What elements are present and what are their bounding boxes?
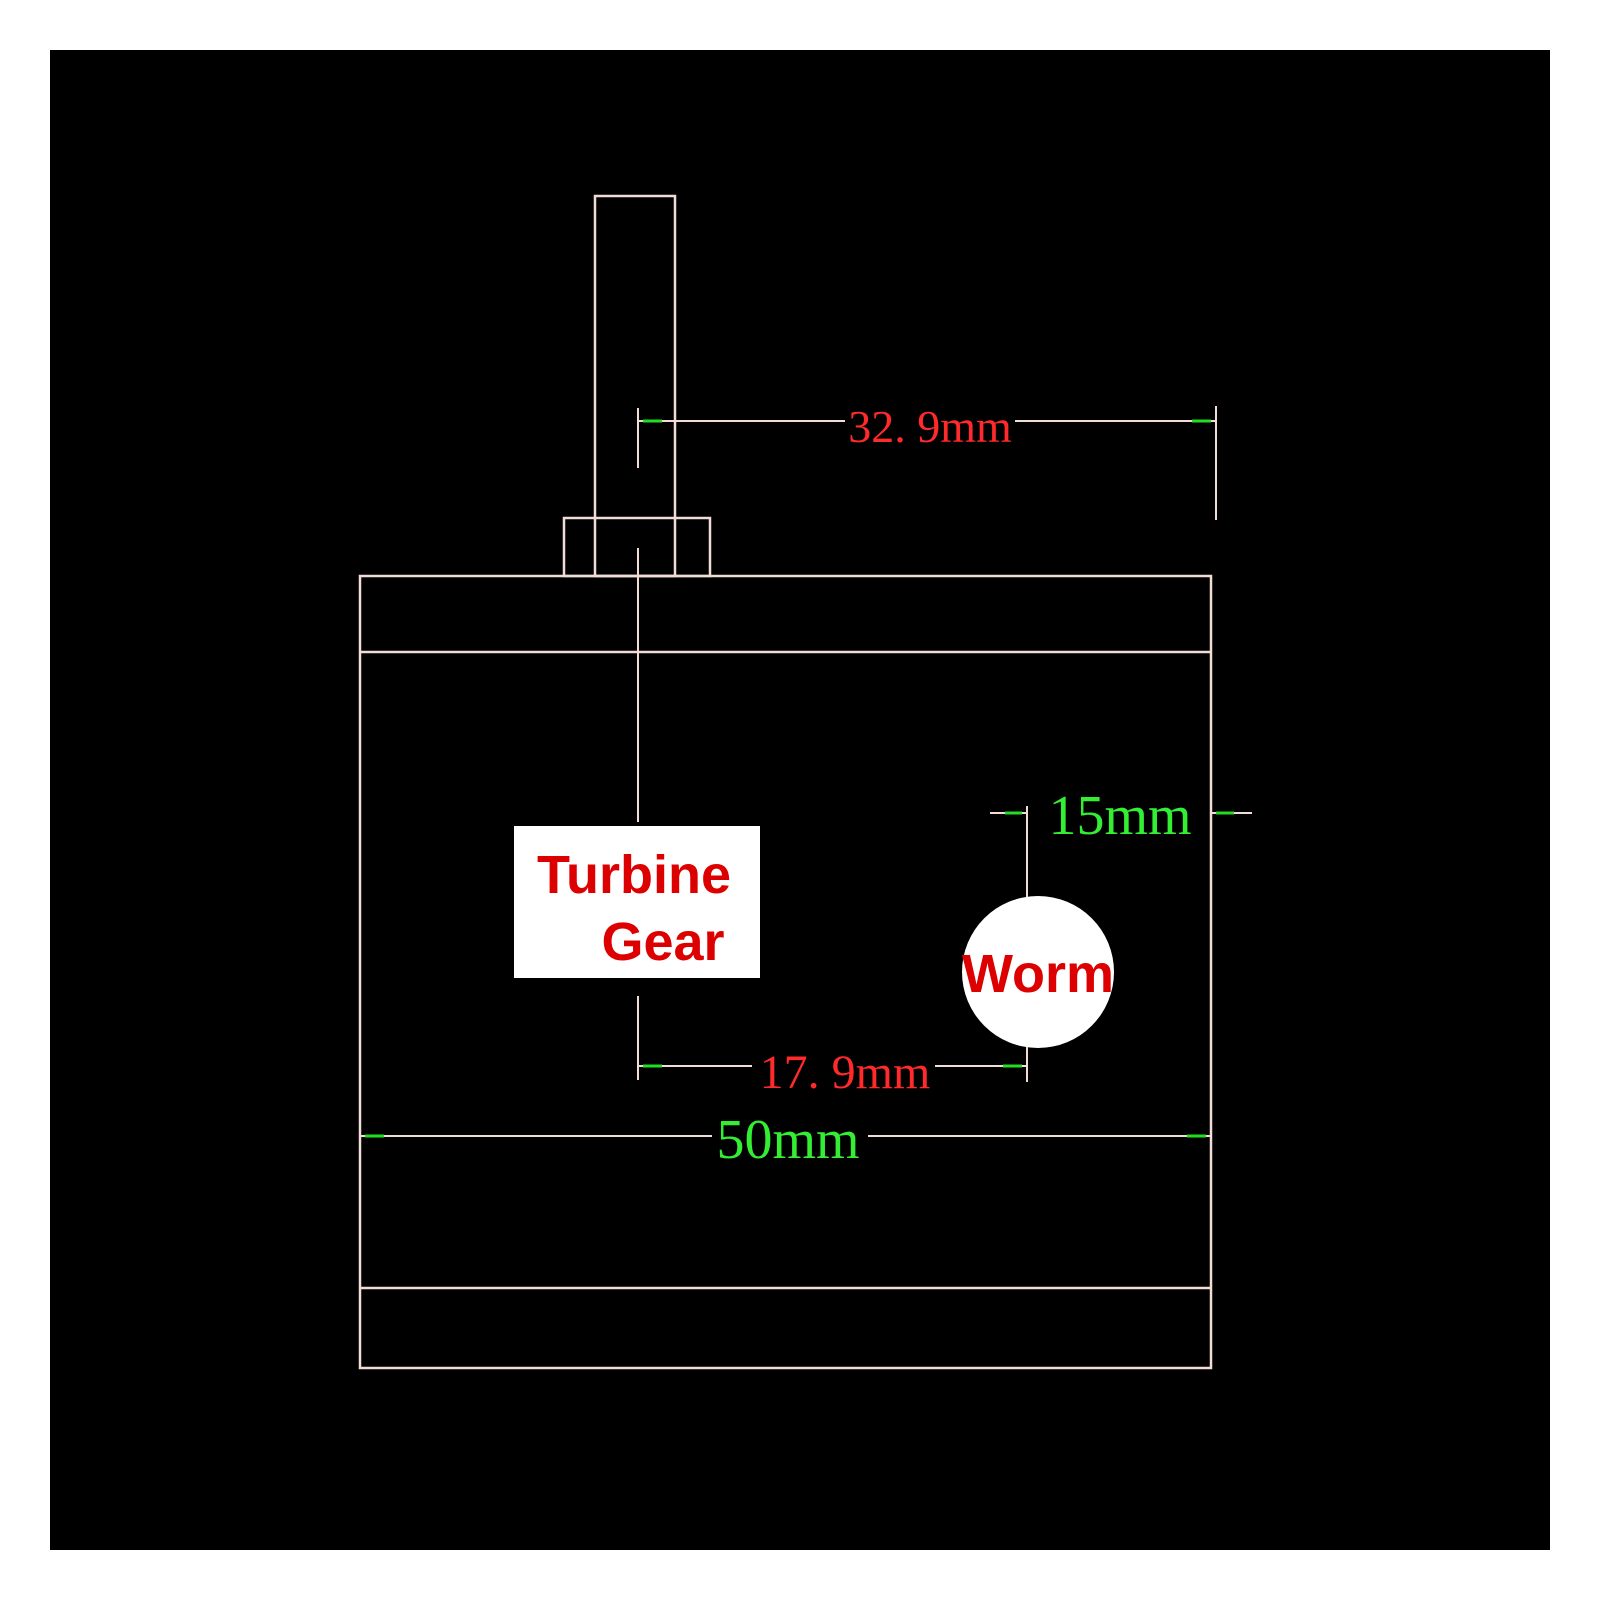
dim-text-overall-width: 50mm (716, 1109, 859, 1171)
worm-label: Worm (962, 944, 1114, 1004)
turbine-gear-label-line1: Turbine (537, 845, 731, 905)
dimension-arrows (365, 419, 1234, 1138)
drawing-background (50, 50, 1550, 1550)
dim-text-shaft-offset: 32. 9mm (848, 401, 1012, 452)
dim-text-center-distance: 17. 9mm (760, 1046, 931, 1099)
worm-circle (962, 896, 1114, 1048)
dimension-lines (360, 406, 1252, 1137)
turbine-gear-label-box (514, 826, 760, 978)
housing-body (358, 574, 1213, 1370)
turbine-gear-label-line2: Gear (601, 912, 724, 972)
dim-text-worm-offset: 15mm (1048, 785, 1191, 847)
